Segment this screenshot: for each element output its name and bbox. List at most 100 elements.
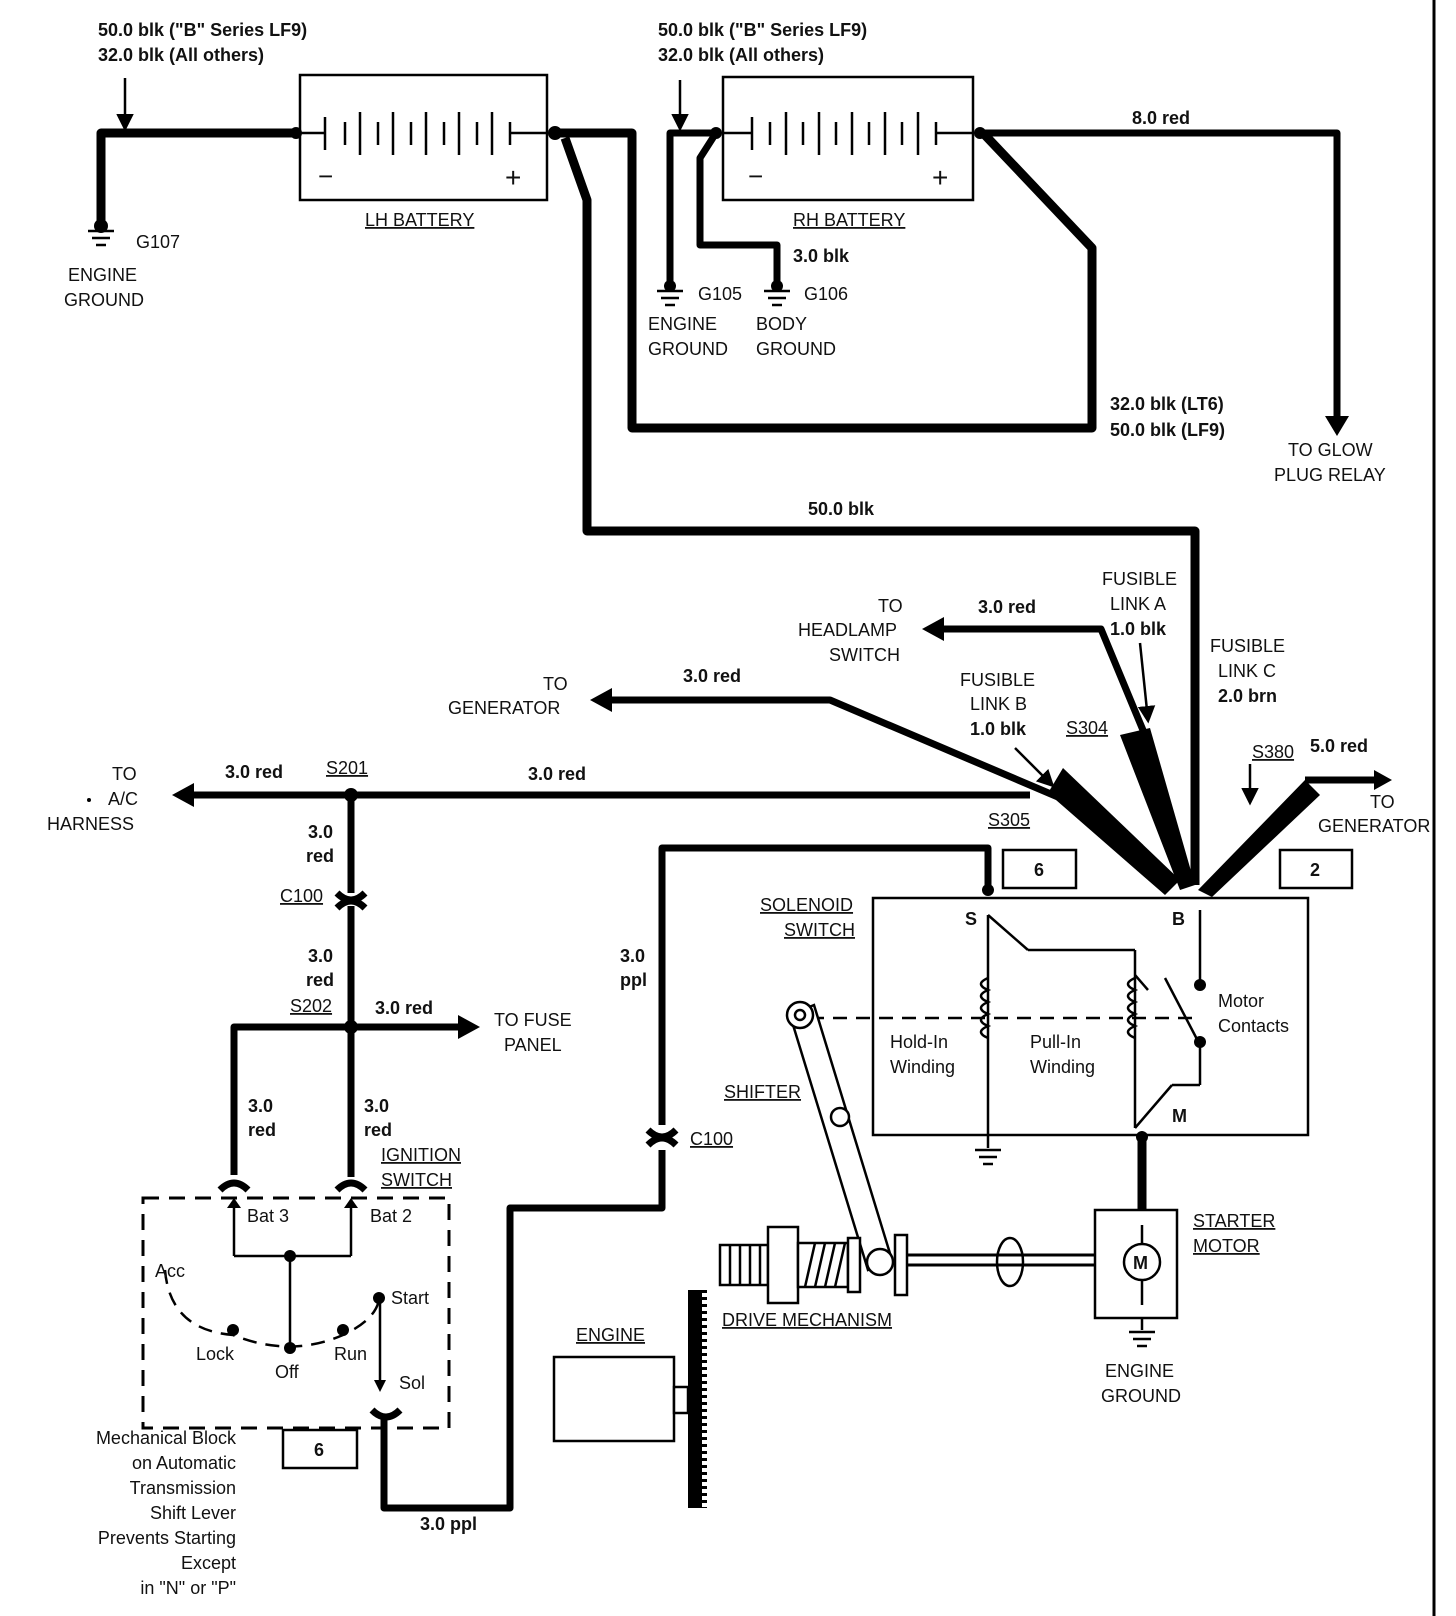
- s304-label: S304: [1066, 718, 1108, 738]
- generator-dest-2: GENERATOR: [448, 698, 560, 718]
- rh-ground-g105-wire: [666, 129, 716, 285]
- bat2-wire-b: red: [364, 1120, 392, 1140]
- gen2-dest-2: GENERATOR: [1318, 816, 1430, 836]
- note-7: in "N" or "P": [140, 1578, 236, 1598]
- drive-mechanism: [718, 1225, 909, 1305]
- ac-harness-arrow: [172, 783, 194, 807]
- ref-6-top: 6: [1034, 860, 1044, 880]
- fusible-link-a-body: [1120, 728, 1195, 890]
- headlamp-dest-3: SWITCH: [829, 645, 900, 665]
- solenoid-terminal-m: M: [1172, 1106, 1187, 1126]
- rh-wire-spec-2: 32.0 blk (All others): [658, 45, 824, 65]
- ign-run: Run: [334, 1344, 367, 1364]
- lh-battery-neg: −: [318, 161, 333, 191]
- motor-contacts-1: Motor: [1218, 991, 1264, 1011]
- c100-left-label: C100: [280, 886, 323, 906]
- ref-box-6-top: [1001, 848, 1078, 890]
- generator-arrow: [590, 688, 612, 712]
- fusible-a-3: 1.0 blk: [1110, 619, 1167, 639]
- bat2-wire-a: 3.0: [364, 1096, 389, 1116]
- fusible-link-b-body: [1048, 768, 1180, 895]
- starter-ground-2: GROUND: [1101, 1386, 1181, 1406]
- s201-label: S201: [326, 758, 368, 778]
- glow-plug-arrow: [1325, 416, 1349, 436]
- pull-in-1: Pull-In: [1030, 1032, 1081, 1052]
- g105-desc-1: ENGINE: [648, 314, 717, 334]
- fusible-a-1: FUSIBLE: [1102, 569, 1177, 589]
- glow-plug-wire: [980, 129, 1341, 420]
- ref-box-2: [1278, 848, 1354, 890]
- down2-a: 3.0: [308, 946, 333, 966]
- ignition-internals: [163, 1198, 386, 1392]
- down1-b: red: [306, 846, 334, 866]
- note-5: Prevents Starting: [98, 1528, 236, 1548]
- ign-sol: Sol: [399, 1373, 425, 1393]
- note-6: Except: [181, 1553, 236, 1573]
- rh-battery: [721, 75, 975, 202]
- lh-battery-pos: +: [505, 162, 521, 193]
- bat3-connector: [217, 1179, 251, 1193]
- glow-dest-2: PLUG RELAY: [1274, 465, 1386, 485]
- fuse-dest-2: PANEL: [504, 1035, 562, 1055]
- pull-in-2: Winding: [1030, 1057, 1095, 1077]
- note-4: Shift Lever: [150, 1503, 236, 1523]
- body-ground-wire-spec: 3.0 blk: [793, 246, 850, 266]
- fusible-link-c-body: [1198, 780, 1320, 897]
- ignition-title-2: SWITCH: [381, 1170, 452, 1190]
- down2-b: red: [306, 970, 334, 990]
- solenoid-title-1: SOLENOID: [760, 895, 853, 915]
- fusible-b-2: LINK B: [970, 694, 1027, 714]
- drive-label: DRIVE MECHANISM: [722, 1310, 892, 1330]
- ign-start: Start: [391, 1288, 429, 1308]
- rh-battery-label: RH BATTERY: [793, 210, 905, 230]
- g105-ground-symbol: [657, 289, 683, 307]
- ign-lock: Lock: [196, 1344, 235, 1364]
- g107-desc-2: GROUND: [64, 290, 144, 310]
- glow-wire-spec: 8.0 red: [1132, 108, 1190, 128]
- s202-bat3-wire: [230, 1023, 351, 1175]
- motor-symbol: M: [1133, 1253, 1148, 1273]
- note-2: on Automatic: [132, 1453, 236, 1473]
- lh-wire-spec-2: 32.0 blk (All others): [98, 45, 264, 65]
- solenoid-internals: [979, 910, 1202, 1135]
- lh-battery-label: LH BATTERY: [365, 210, 474, 230]
- down1-a: 3.0: [308, 822, 333, 842]
- g106-label: G106: [804, 284, 848, 304]
- fuse-dest-1: TO FUSE: [494, 1010, 572, 1030]
- fusible-b-3: 1.0 blk: [970, 719, 1027, 739]
- fusible-c-3: 2.0 brn: [1218, 686, 1277, 706]
- ppl-bottom-spec: 3.0 ppl: [420, 1514, 477, 1534]
- rotation-indicator: [995, 1236, 1025, 1288]
- gen2-wire-spec: 5.0 red: [1310, 736, 1368, 756]
- ign-acc: Acc: [155, 1261, 185, 1281]
- solenoid-title-2: SWITCH: [784, 920, 855, 940]
- solenoid-switch-box: [871, 896, 1310, 1137]
- ref-6-bottom: 6: [314, 1440, 324, 1460]
- rh-return-spec-2: 50.0 blk (LF9): [1110, 420, 1225, 440]
- g106-ground-symbol: [764, 289, 790, 307]
- ref-box-6-bottom: [281, 1428, 359, 1470]
- s380-label: S380: [1252, 742, 1294, 762]
- rh-battery-pos: +: [932, 162, 948, 193]
- headlamp-arrow: [922, 617, 944, 641]
- s-terminal-ppl-wire: [658, 844, 992, 1125]
- shifter-label: SHIFTER: [724, 1082, 801, 1102]
- s201-wire-spec: 3.0 red: [528, 764, 586, 784]
- ac-dest-1: TO: [112, 764, 137, 784]
- headlamp-wire-spec: 3.0 red: [978, 597, 1036, 617]
- generator-dest-1: TO: [543, 674, 568, 694]
- gen2-dest-1: TO: [1370, 792, 1395, 812]
- starter-title-1: STARTER: [1193, 1211, 1275, 1231]
- solenoid-ground-symbol: [975, 1148, 1001, 1166]
- generator-5red-arrow: [1374, 770, 1392, 790]
- main-feed-50blk-wire: [560, 136, 1200, 885]
- note-3: Transmission: [130, 1478, 236, 1498]
- generator-wire: [612, 696, 1067, 804]
- ign-off: Off: [275, 1362, 300, 1382]
- starter-title-2: MOTOR: [1193, 1236, 1260, 1256]
- c100-right-label: C100: [690, 1129, 733, 1149]
- fuse-wire-spec: 3.0 red: [375, 998, 433, 1018]
- engine-block: [552, 1355, 676, 1443]
- g106-desc-1: BODY: [756, 314, 807, 334]
- ppl-up-b: ppl: [620, 970, 647, 990]
